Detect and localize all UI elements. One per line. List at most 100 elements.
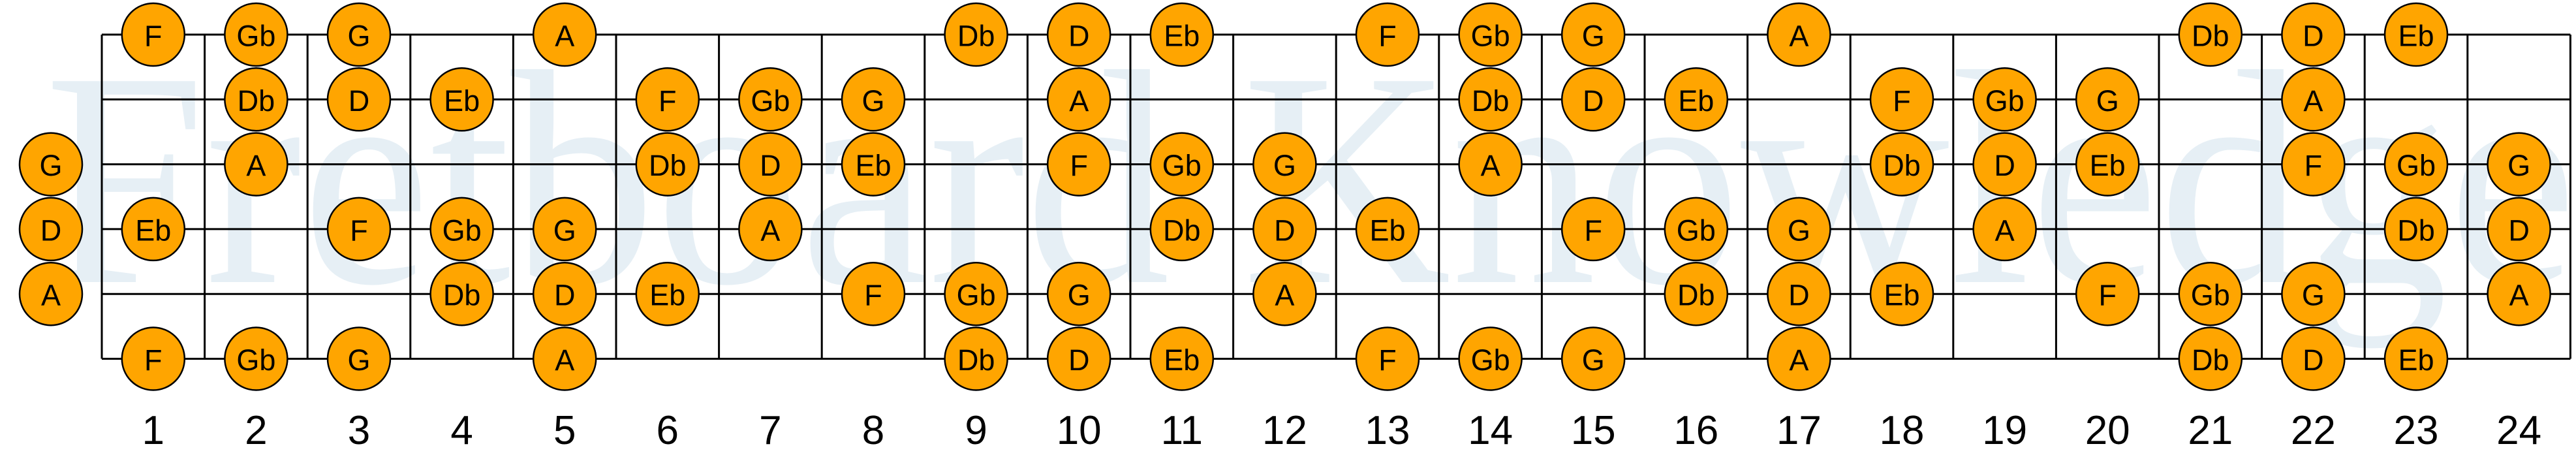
note-marker: Eb: [841, 132, 906, 197]
note-label: D: [2303, 343, 2324, 377]
fret-number-label: 9: [965, 408, 987, 453]
note-circle: [532, 2, 597, 67]
note-circle: [1767, 2, 1831, 67]
note-marker: G: [1046, 261, 1111, 326]
note-label: Eb: [1164, 20, 1200, 53]
note-marker: F: [121, 2, 186, 67]
note-marker: A: [1046, 67, 1111, 132]
note-label: D: [349, 84, 370, 118]
note-marker: Eb: [1149, 2, 1215, 67]
note-label: Gb: [1471, 20, 1510, 53]
fret-lines: [101, 35, 2571, 359]
fret-number-label: 3: [348, 408, 370, 453]
note-circle: [841, 261, 906, 326]
note-circle: [1149, 197, 1215, 262]
note-circle: [1355, 2, 1420, 67]
note-circle: [1046, 2, 1111, 67]
fret-number-label: 23: [2394, 408, 2439, 453]
note-marker: Gb: [1458, 2, 1523, 67]
note-label: F: [1378, 20, 1397, 53]
note-label: A: [1481, 149, 1500, 182]
note-circle: [1149, 326, 1215, 391]
note-label: Db: [2397, 214, 2435, 247]
fret-number-label: 10: [1057, 408, 1102, 453]
note-label: A: [1275, 279, 1294, 312]
note-circle: [1252, 197, 1317, 262]
note-circle: [841, 132, 906, 197]
note-circle: [1664, 197, 1729, 262]
note-circle: [1664, 261, 1729, 326]
note-label: G: [39, 149, 62, 182]
note-circle: [18, 132, 84, 197]
note-circle: [635, 261, 700, 326]
note-marker: Db: [1664, 261, 1729, 326]
note-circle: [224, 2, 288, 67]
note-label: G: [347, 20, 370, 53]
note-label: F: [144, 343, 163, 377]
note-label: Eb: [2398, 20, 2434, 53]
note-marker: Eb: [1149, 326, 1215, 391]
note-circle: [1355, 326, 1420, 391]
note-circle: [2075, 67, 2140, 132]
note-marker: Gb: [224, 326, 288, 391]
note-circle: [121, 197, 186, 262]
note-marker: Eb: [121, 197, 186, 262]
note-circle: [2178, 261, 2243, 326]
note-circle: [1046, 326, 1111, 391]
note-marker: Db: [2383, 197, 2449, 262]
note-circle: [1767, 197, 1831, 262]
note-circle: [18, 261, 84, 326]
note-circle: [738, 67, 803, 132]
note-marker: Db: [1869, 132, 1934, 197]
note-label: Eb: [2090, 149, 2126, 182]
note-circle: [1767, 261, 1831, 326]
fret-number-label: 1: [142, 408, 164, 453]
note-marker: F: [121, 326, 186, 391]
note-circle: [2281, 2, 2346, 67]
note-circle: [1869, 261, 1934, 326]
note-marker: Eb: [1869, 261, 1934, 326]
note-marker: F: [2075, 261, 2140, 326]
note-circle: [1972, 132, 2037, 197]
note-label: A: [2509, 279, 2529, 312]
note-marker: Gb: [1972, 67, 2037, 132]
note-label: G: [1582, 20, 1605, 53]
note-label: Gb: [1985, 84, 2025, 118]
note-label: D: [1068, 343, 1090, 377]
note-marker: Eb: [1664, 67, 1729, 132]
note-marker: G: [1560, 2, 1626, 67]
note-label: Eb: [1884, 279, 1919, 312]
note-marker: D: [326, 67, 392, 132]
note-label: Db: [443, 279, 481, 312]
fret-number-label: 16: [1673, 408, 1718, 453]
note-marker: D: [1560, 67, 1626, 132]
note-circle: [224, 67, 288, 132]
note-label: Eb: [2398, 343, 2434, 377]
note-label: G: [347, 343, 370, 377]
note-circle: [2487, 132, 2551, 197]
note-label: Eb: [1164, 343, 1200, 377]
note-label: Eb: [444, 84, 480, 118]
note-marker: Db: [944, 326, 1008, 391]
note-label: G: [2096, 84, 2119, 118]
note-marker: Gb: [1664, 197, 1729, 262]
note-marker: G: [532, 197, 597, 262]
note-marker: D: [1046, 326, 1111, 391]
note-label: F: [144, 20, 163, 53]
note-marker: Db: [944, 2, 1008, 67]
note-label: Eb: [855, 149, 891, 182]
note-circle: [326, 67, 392, 132]
note-label: A: [760, 214, 780, 247]
note-marker: F: [635, 67, 700, 132]
note-marker: Db: [635, 132, 700, 197]
note-circle: [2178, 2, 2243, 67]
note-circle: [2281, 326, 2346, 391]
note-label: F: [1893, 84, 1911, 118]
note-label: D: [1274, 214, 1296, 247]
note-label: G: [2507, 149, 2530, 182]
note-circle: [1664, 67, 1729, 132]
note-label: F: [659, 84, 677, 118]
fret-number-label: 8: [862, 408, 884, 453]
note-marker: Gb: [2178, 261, 2243, 326]
